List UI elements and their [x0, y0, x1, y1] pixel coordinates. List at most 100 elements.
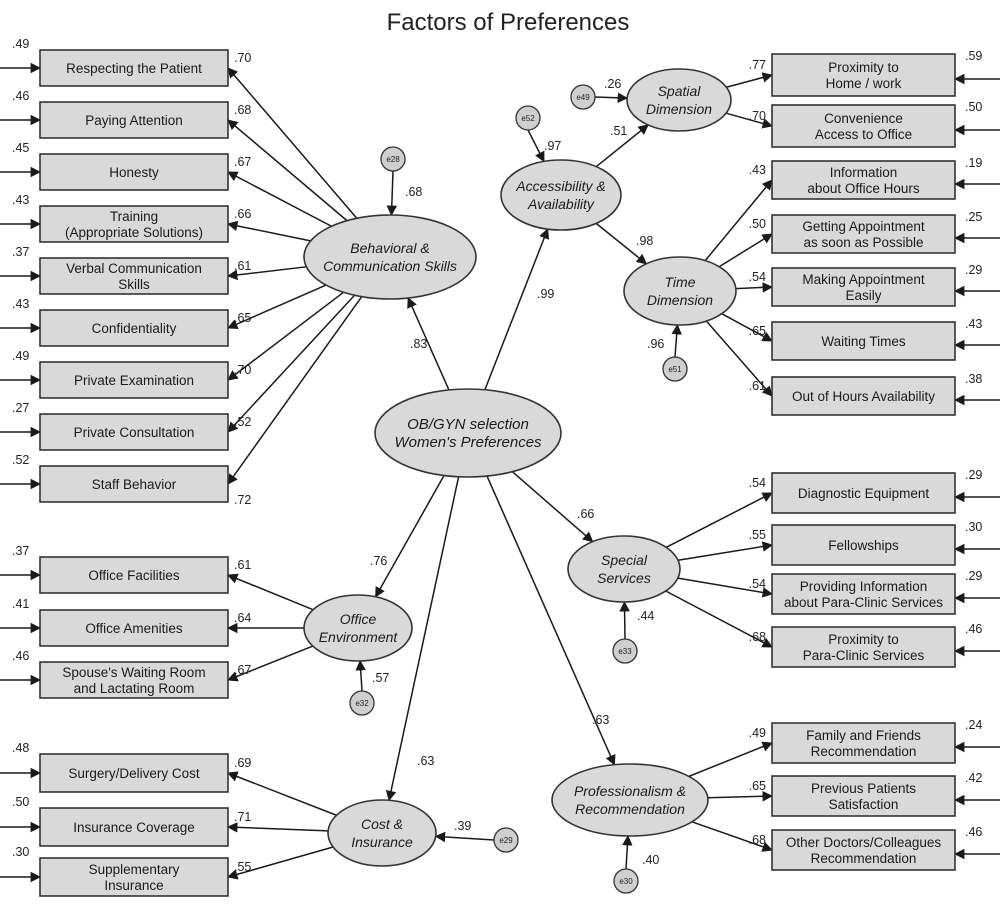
loading-arrow-prof-2 [707, 791, 774, 802]
loading-arrow-behavioral-9 [227, 296, 363, 485]
latent-cost: Cost &Insurance [327, 799, 437, 867]
path-central-to-access [484, 228, 550, 391]
r2-office-2: .41 [12, 597, 29, 611]
loading-arrow-time-1 [704, 179, 773, 262]
loading-arrow-special-3 [677, 577, 774, 598]
indicator-behavioral-6: Confidentiality [39, 309, 229, 347]
loading-arrow-prof-1 [688, 741, 773, 778]
error-path-behavioral [386, 170, 398, 217]
r2-behavioral-6: .43 [12, 297, 29, 311]
error-value-spatial: .26 [604, 77, 621, 91]
error-path-spatial [594, 92, 629, 104]
error-path-office [355, 659, 366, 692]
path-access-to-time [595, 222, 648, 265]
r2-behavioral-3: .45 [12, 141, 29, 155]
error-term-e32: e32 [349, 690, 375, 716]
indicator-label: Confidentiality [92, 321, 177, 336]
error-term-e49: e49 [570, 84, 596, 110]
error-term-e30: e30 [613, 868, 639, 894]
error-path-access [527, 129, 545, 163]
error-term-e28: e28 [380, 146, 406, 172]
loading-time-4: .65 [749, 324, 766, 338]
error-path-time [671, 323, 682, 358]
latent-label: Behavioral &Communication Skills [323, 240, 457, 274]
r2-office-1: .37 [12, 544, 29, 558]
r2-spatial-1: .59 [965, 49, 982, 63]
loading-prof: .63 [592, 713, 609, 727]
indicator-behavioral-1: Respecting the Patient [39, 49, 229, 87]
svg-text:e51: e51 [668, 365, 682, 374]
indicator-cost-1: Surgery/Delivery Cost [39, 753, 229, 793]
indicator-behavioral-7: Private Examination [39, 361, 229, 399]
loading-cost-3: .55 [234, 860, 251, 874]
r2-behavioral-8: .27 [12, 401, 29, 415]
loading-time-2: .50 [749, 217, 766, 231]
loading-arrow-spatial-1 [726, 72, 774, 88]
loading-arrow-time-3 [735, 282, 774, 293]
loading-arrow-behavioral-2 [227, 119, 348, 222]
indicator-label: Insurance Coverage [73, 820, 195, 835]
loading-behavioral-7: .70 [234, 363, 251, 377]
indicator-special-2: Fellowships [771, 524, 956, 566]
error-path-prof [622, 834, 633, 870]
loading-access: .99 [537, 287, 554, 301]
latent-label: Accessibility &Availability [515, 178, 605, 212]
svg-text:e29: e29 [499, 836, 513, 845]
loading-spatial-2: .70 [749, 109, 766, 123]
loading-time: .98 [636, 234, 653, 248]
r2-prof-1: .24 [965, 718, 982, 732]
loading-prof-2: .65 [749, 779, 766, 793]
indicator-label: Paying Attention [85, 113, 183, 128]
error-term-e29: e29 [493, 827, 519, 853]
indicator-label: Staff Behavior [92, 477, 177, 492]
loading-special: .66 [577, 507, 594, 521]
loading-special-1: .54 [749, 476, 766, 490]
r2-behavioral-5: .37 [12, 245, 29, 259]
loading-behavioral-8: .52 [234, 415, 251, 429]
r2-time-5: .38 [965, 372, 982, 386]
indicator-label: Training(Appropriate Solutions) [65, 209, 203, 240]
loading-arrow-cost-1 [227, 771, 337, 816]
loading-arrow-behavioral-4 [226, 220, 311, 242]
indicator-time-5: Out of Hours Availability [771, 376, 956, 416]
loading-behavioral-5: .61 [234, 259, 251, 273]
r2-prof-3: .46 [965, 825, 982, 839]
r2-spatial-2: .50 [965, 100, 982, 114]
path-central-to-office [374, 475, 445, 598]
loading-arrow-cost-3 [226, 846, 334, 880]
loading-behavioral-4: .66 [234, 207, 251, 221]
r2-special-2: .30 [965, 520, 982, 534]
loading-arrow-special-4 [665, 590, 773, 648]
loading-spatial: .51 [610, 124, 627, 138]
loading-arrow-behavioral-8 [227, 294, 356, 433]
loading-cost-1: .69 [234, 756, 251, 770]
r2-time-3: .29 [965, 263, 982, 277]
r2-behavioral-2: .46 [12, 89, 29, 103]
loading-arrow-office-3 [227, 645, 314, 682]
loading-arrow-behavioral-1 [227, 67, 358, 219]
indicator-label: Office Facilities [88, 568, 180, 583]
loading-behavioral-3: .67 [234, 155, 251, 169]
r2-special-1: .29 [965, 468, 982, 482]
error-term-e33: e33 [612, 638, 638, 664]
error-value-access: .97 [544, 139, 561, 153]
loading-arrow-special-1 [665, 492, 773, 548]
loading-special-2: .55 [749, 528, 766, 542]
loading-time-1: .43 [749, 163, 766, 177]
path-access-to-spatial [595, 124, 649, 168]
